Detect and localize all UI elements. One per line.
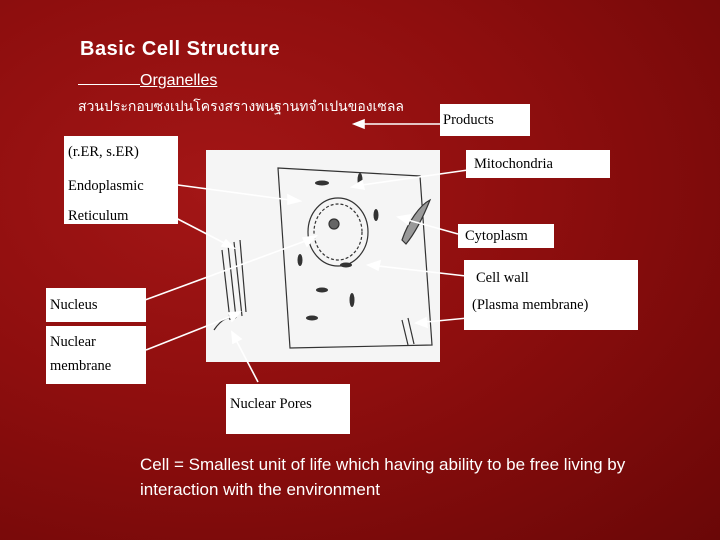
label-mitochondria: Mitochondria bbox=[466, 150, 610, 178]
nucleolus-shape bbox=[329, 219, 339, 229]
label-cell-wall: Cell wall (Plasma membrane) bbox=[464, 260, 638, 330]
label-endoplasmic: Endoplasmic bbox=[68, 176, 178, 196]
label-nuclear-membrane: Nuclear membrane bbox=[46, 326, 146, 384]
label-products: Products bbox=[440, 104, 530, 136]
label-nuclear: Nuclear bbox=[50, 330, 146, 354]
label-nucleus: Nucleus bbox=[46, 288, 146, 322]
label-nuclear-pores: Nuclear Pores bbox=[226, 384, 350, 434]
label-membrane: membrane bbox=[50, 354, 146, 378]
label-reticulum: Reticulum bbox=[68, 206, 178, 226]
label-plasma-membrane: (Plasma membrane) bbox=[472, 297, 638, 314]
label-cell-wall-text: Cell wall bbox=[472, 270, 638, 287]
label-cytoplasm: Cytoplasm bbox=[458, 224, 554, 248]
label-rer-ser: (r.ER, s.ER) bbox=[68, 142, 178, 162]
cell-definition: Cell = Smallest unit of life which havin… bbox=[140, 452, 640, 502]
label-endoplasmic-reticulum: (r.ER, s.ER) Endoplasmic Reticulum bbox=[64, 136, 178, 224]
